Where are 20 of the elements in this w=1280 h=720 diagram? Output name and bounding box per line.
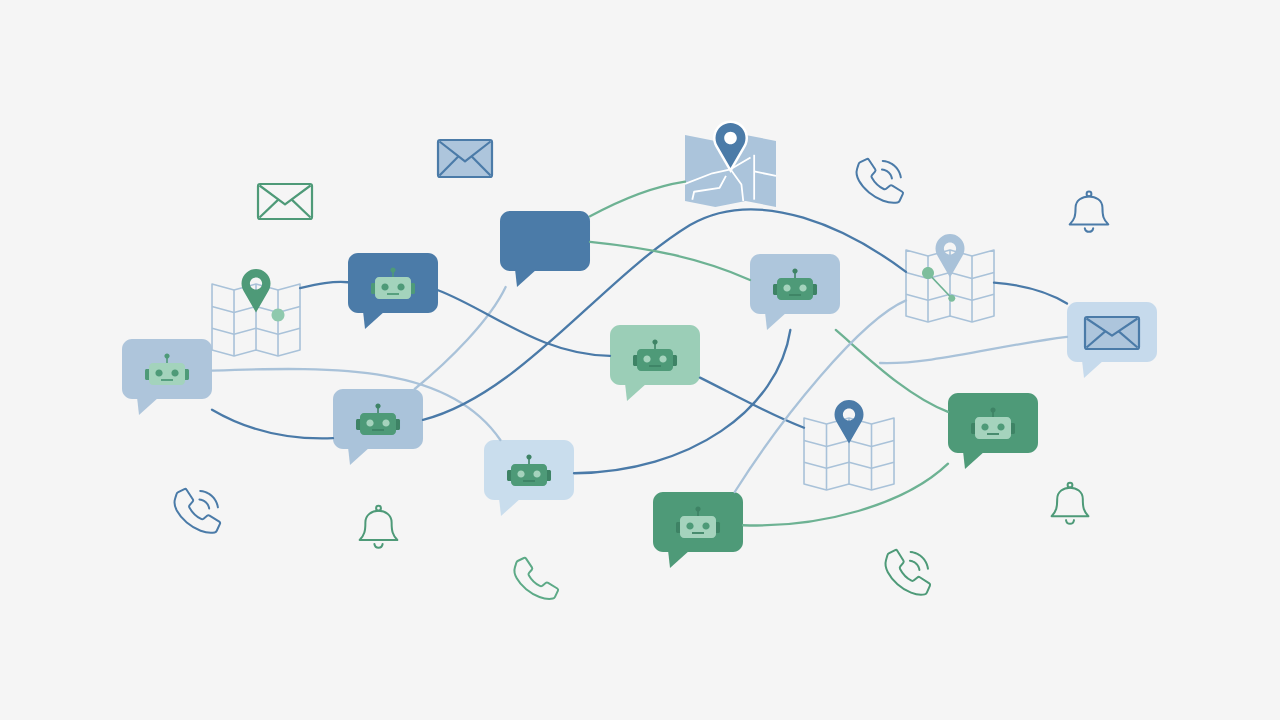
connector xyxy=(436,289,612,357)
connector xyxy=(733,299,908,494)
connector xyxy=(298,280,350,290)
map-icon xyxy=(684,120,777,207)
connector xyxy=(878,335,1069,365)
connector xyxy=(834,328,950,414)
connector xyxy=(413,285,507,391)
map-icon xyxy=(905,234,995,323)
connector xyxy=(421,208,908,421)
chat-bubble xyxy=(500,211,590,287)
map-icon xyxy=(211,269,301,357)
connector xyxy=(588,180,687,218)
connector xyxy=(741,462,950,527)
connector xyxy=(588,240,752,282)
connector xyxy=(572,328,792,475)
map-icon xyxy=(803,400,895,491)
connector xyxy=(210,367,502,442)
connector xyxy=(992,281,1069,305)
connector xyxy=(210,408,335,440)
connector xyxy=(698,376,806,429)
